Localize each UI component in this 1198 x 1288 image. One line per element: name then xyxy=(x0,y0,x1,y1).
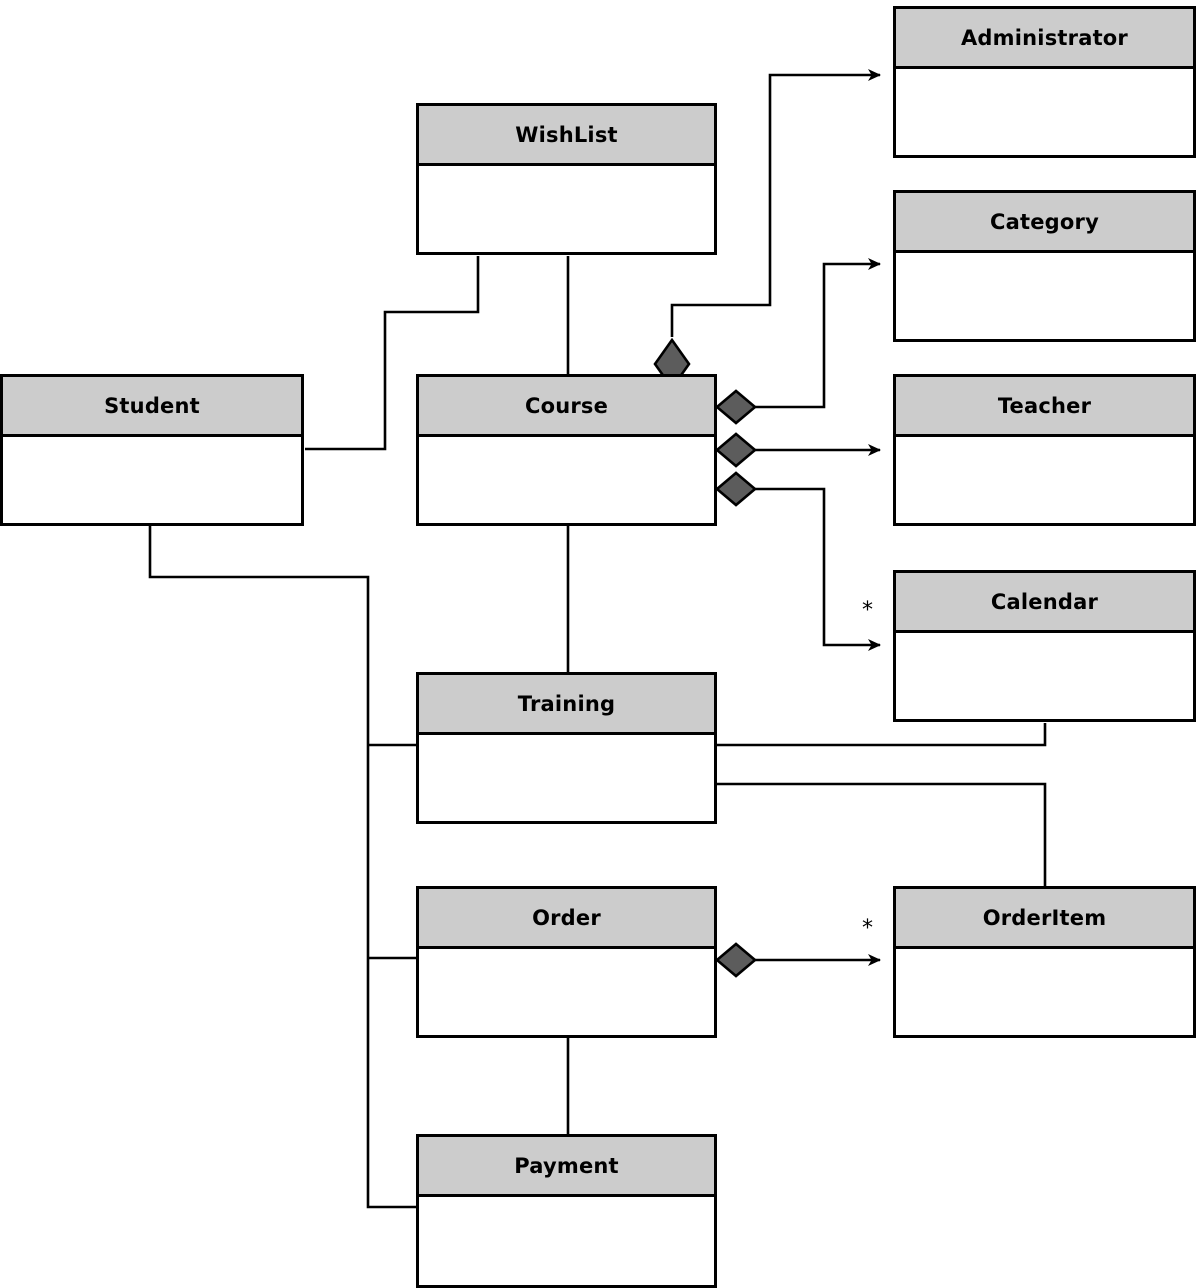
multiplicity-label-calendar: * xyxy=(862,598,873,623)
class-box-orderitem[interactable]: OrderItem xyxy=(893,886,1196,1038)
multiplicity-label-orderitem: * xyxy=(862,916,873,941)
class-box-category[interactable]: Category xyxy=(893,190,1196,342)
edge-course-category xyxy=(755,258,881,409)
class-body-student xyxy=(3,437,301,520)
class-body-teacher xyxy=(896,437,1193,520)
class-box-student[interactable]: Student xyxy=(0,374,304,526)
class-box-course[interactable]: Course xyxy=(416,374,717,526)
class-name-wishlist: WishList xyxy=(419,106,714,166)
class-body-payment xyxy=(419,1197,714,1282)
class-box-calendar[interactable]: Calendar xyxy=(893,570,1196,722)
class-box-teacher[interactable]: Teacher xyxy=(893,374,1196,526)
edge-course-administrator xyxy=(670,69,881,337)
edge-training-orderitem xyxy=(717,782,1047,886)
class-body-training xyxy=(419,735,714,818)
class-name-payment: Payment xyxy=(419,1137,714,1197)
class-body-wishlist xyxy=(419,166,714,249)
class-name-calendar: Calendar xyxy=(896,573,1193,633)
diamond-course-teacher xyxy=(714,432,758,468)
edge-wishlist-student xyxy=(305,256,480,451)
class-name-teacher: Teacher xyxy=(896,377,1193,437)
class-box-administrator[interactable]: Administrator xyxy=(893,6,1196,158)
edge-student-trunk xyxy=(148,525,416,1209)
composition-diamonds xyxy=(653,337,758,978)
class-name-order: Order xyxy=(419,889,714,949)
class-body-calendar xyxy=(896,633,1193,716)
class-name-administrator: Administrator xyxy=(896,9,1193,69)
class-box-wishlist[interactable]: WishList xyxy=(416,103,717,255)
class-body-category xyxy=(896,253,1193,336)
class-body-orderitem xyxy=(896,949,1193,1032)
class-box-training[interactable]: Training xyxy=(416,672,717,824)
class-name-training: Training xyxy=(419,675,714,735)
class-name-category: Category xyxy=(896,193,1193,253)
diamond-course-category xyxy=(714,389,758,425)
diamond-order-orderitem xyxy=(714,942,758,978)
class-box-payment[interactable]: Payment xyxy=(416,1134,717,1288)
class-name-orderitem: OrderItem xyxy=(896,889,1193,949)
class-name-course: Course xyxy=(419,377,714,437)
diamond-course-calendar xyxy=(714,471,758,507)
edge-course-calendar xyxy=(755,487,881,651)
class-name-student: Student xyxy=(3,377,301,437)
class-box-order[interactable]: Order xyxy=(416,886,717,1038)
edge-training-calendar xyxy=(717,723,1047,747)
class-body-course xyxy=(419,437,714,520)
class-body-administrator xyxy=(896,69,1193,152)
class-body-order xyxy=(419,949,714,1032)
